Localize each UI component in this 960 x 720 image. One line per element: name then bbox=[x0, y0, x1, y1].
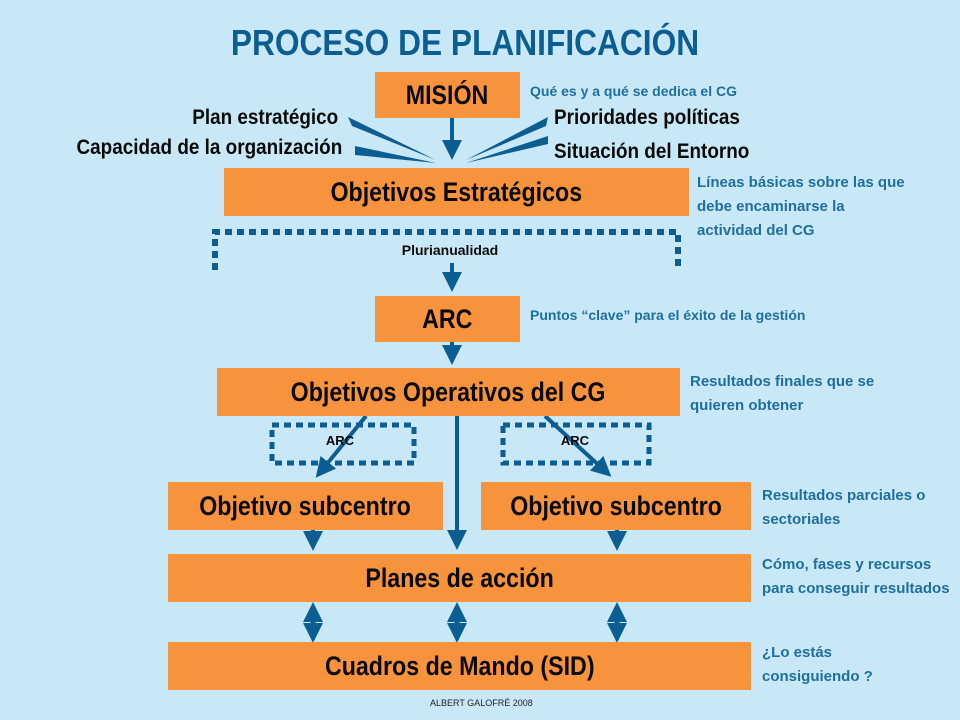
objetivos-estrategicos-label: Objetivos Estratégicos bbox=[330, 176, 583, 207]
planes-box: Planes de acción bbox=[168, 554, 751, 602]
arc-label: ARC bbox=[422, 303, 473, 334]
subcentro-right-box: Objetivo subcentro bbox=[481, 482, 751, 530]
input-plan-estrategico: Plan estratégico bbox=[191, 106, 338, 129]
note-objetivos-operativos: Resultados finales que se quieren obtene… bbox=[690, 373, 875, 414]
page-title: PROCESO DE PLANIFICACIÓN bbox=[230, 22, 700, 63]
note-arc: Puntos “clave” para el éxito de la gesti… bbox=[530, 307, 806, 323]
mision-box: MISIÓN bbox=[375, 72, 520, 118]
input-wedge-right-1 bbox=[466, 117, 548, 160]
subcentro-left-box: Objetivo subcentro bbox=[168, 482, 443, 530]
planes-label: Planes de acción bbox=[365, 562, 554, 593]
mision-label: MISIÓN bbox=[406, 79, 489, 110]
objetivos-operativos-label: Objetivos Operativos del CG bbox=[291, 376, 606, 407]
arc-right-label: ARC bbox=[560, 433, 590, 448]
input-wedge-left-2 bbox=[355, 146, 436, 163]
input-wedge-right-2 bbox=[466, 136, 548, 163]
cuadros-label: Cuadros de Mando (SID) bbox=[324, 650, 595, 681]
footer-credit: ALBERT GALOFRÉ 2008 bbox=[430, 698, 533, 708]
arrow-op-to-sub-left bbox=[315, 414, 368, 478]
input-situacion-entorno: Situación del Entorno bbox=[554, 140, 750, 163]
arc-box: ARC bbox=[375, 296, 520, 342]
cuadros-box: Cuadros de Mando (SID) bbox=[168, 642, 751, 690]
objetivos-operativos-box: Objetivos Operativos del CG bbox=[217, 368, 680, 416]
input-prioridades-politicas: Prioridades políticas bbox=[554, 106, 740, 129]
plurianualidad-frame bbox=[212, 229, 681, 270]
note-planes: Cómo, fases y recursos para conseguir re… bbox=[762, 556, 950, 597]
subcentro-left-label: Objetivo subcentro bbox=[199, 490, 412, 521]
note-mision: Qué es y a qué se dedica el CG bbox=[530, 83, 737, 99]
note-subcentro: Resultados parciales o sectoriales bbox=[762, 487, 926, 528]
input-capacidad-organizacion: Capacidad de la organización bbox=[76, 136, 342, 159]
arc-left-label: ARC bbox=[325, 433, 355, 448]
subcentro-right-label: Objetivo subcentro bbox=[510, 490, 722, 521]
objetivos-estrategicos-box: Objetivos Estratégicos bbox=[224, 168, 689, 216]
note-cuadros: ¿Lo estás consiguiendo ? bbox=[762, 644, 873, 685]
arc-left-frame bbox=[269, 422, 417, 466]
note-objetivos-estrategicos: Líneas básicas sobre las que debe encami… bbox=[697, 174, 905, 239]
arrow-op-to-sub-right bbox=[543, 414, 612, 477]
input-wedge-left-1 bbox=[348, 117, 436, 160]
plurianualidad-label: Plurianualidad bbox=[401, 242, 499, 258]
arc-right-frame bbox=[500, 422, 652, 466]
